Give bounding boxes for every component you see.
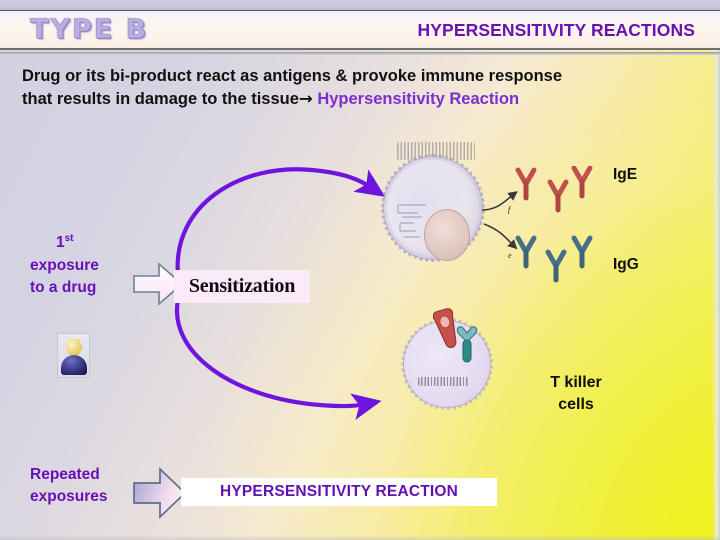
t-killer-line-1: T killer (550, 374, 602, 391)
repeated-line-1: Repeated (30, 466, 100, 483)
first-exposure-line-2: exposure (30, 256, 99, 274)
t-killer-cell-illustration (401, 302, 513, 412)
t-killer-cells-label: T killer cells (528, 372, 624, 417)
t-killer-line-2: cells (558, 396, 594, 414)
ordinal-suffix: st (64, 233, 74, 244)
tcr-receptor-icon (456, 326, 478, 343)
header-divider (0, 52, 720, 55)
block-arrow-right-icon-1 (132, 258, 184, 310)
drug-icon-body (61, 355, 87, 375)
secretion-arrows-group: f e (481, 191, 518, 260)
page-title: HYPERSENSITIVITY REACTIONS (417, 20, 695, 40)
repeated-exposures-label: Repeated exposures (30, 464, 150, 509)
background-bottom-edge (0, 535, 720, 540)
plasma-cell-body (381, 154, 485, 262)
ordinal-number: 1 (56, 234, 65, 252)
right-arrow-icon: → (298, 88, 313, 108)
header-band (0, 11, 720, 50)
t-cell-receptors-group (433, 308, 478, 363)
svg-text:f: f (508, 205, 512, 214)
svg-text:e: e (508, 251, 512, 260)
sensitization-box: Sensitization (174, 270, 310, 303)
plasma-cell-nucleus (424, 209, 470, 261)
slide-type-label: TYPE B (30, 14, 149, 46)
hypersensitivity-reaction-box: HYPERSENSITIVITY REACTION (181, 478, 497, 506)
first-exposure-label: 1st exposure to a drug (30, 232, 150, 300)
plasma-cell-illustration (381, 142, 488, 262)
block-arrow-right-icon-2 (132, 464, 188, 522)
body-paragraph: Drug or its bi-product react as antigens… (22, 66, 692, 111)
ige-label: IgE (613, 166, 638, 183)
body-line-1: Drug or its bi-product react as antigens… (22, 67, 563, 85)
body-line-2-highlight: Hypersensitivity Reaction (317, 89, 520, 108)
antibody-cluster-ige (512, 165, 598, 227)
drug-molecule-icon (57, 333, 90, 378)
secretion-arrow-igg (483, 223, 518, 250)
secretion-arrow-ige (481, 191, 518, 211)
endoplasmic-reticulum-icon (396, 201, 430, 245)
antibody-cluster-igg (512, 232, 598, 295)
first-exposure-line-3: to a drug (30, 279, 97, 297)
repeated-line-2: exposures (30, 488, 108, 506)
body-line-2-plain: that results in damage to the tissue (22, 89, 299, 108)
background-right-edge (712, 0, 720, 540)
first-exposure-line-1: 1st (30, 232, 150, 255)
sensitization-label: Sensitization (188, 275, 296, 297)
hypersensitivity-reaction-label: HYPERSENSITIVITY REACTION (219, 483, 459, 500)
top-strip (0, 0, 720, 11)
drug-icon-head (65, 339, 83, 355)
igg-label: IgG (613, 256, 639, 273)
t-killer-cell-caption (418, 377, 468, 386)
